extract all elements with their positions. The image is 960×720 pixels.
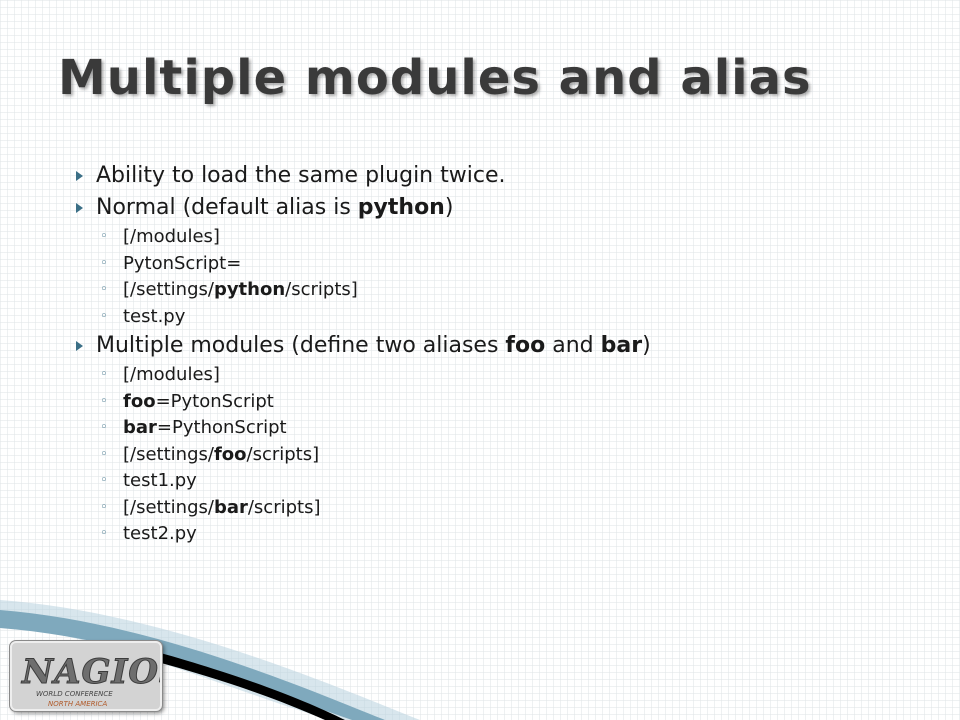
bullet-text-segment: PytonScript=: [123, 252, 242, 274]
hollow-circle-icon: ◦: [100, 473, 108, 488]
slide-title: Multiple modules and alias: [58, 50, 812, 106]
bullet-text-segment: /scripts]: [246, 443, 320, 465]
bullet-text-segment: foo: [505, 333, 546, 358]
sub-bullet-item: ◦ [/settings/python/scripts]: [76, 277, 936, 304]
bullet-text-segment: bar: [123, 417, 157, 438]
bullet-text-segment: foo: [123, 390, 156, 412]
hollow-circle-icon: ◦: [100, 499, 108, 515]
bullet-text-segment: foo: [213, 443, 247, 465]
bullet-text-segment: bar: [213, 496, 248, 518]
bullet-text-segment: bar: [600, 333, 643, 358]
hollow-circle-icon: ◦: [100, 420, 108, 435]
bullet-text-segment: =PythonScript: [156, 417, 287, 438]
sub-bullet-item: ◦ [/modules]: [76, 362, 936, 389]
triangle-right-icon: [76, 341, 83, 351]
sub-bullet-item: ◦ test2.py: [76, 521, 936, 548]
hollow-circle-icon: ◦: [100, 255, 108, 271]
bullet-item: Multiple modules (define two aliases foo…: [76, 330, 936, 362]
bullet-text-segment: [/modules]: [123, 226, 220, 247]
bullet-list: Ability to load the same plugin twice. No…: [76, 160, 936, 548]
bullet-item: Ability to load the same plugin twice.: [76, 160, 936, 192]
hollow-circle-icon: ◦: [100, 282, 108, 297]
hollow-circle-icon: ◦: [100, 446, 108, 462]
bullet-text-segment: /scripts]: [285, 279, 358, 300]
sub-bullet-item: ◦ test.py: [76, 304, 936, 331]
logo-subtitle-line2: NORTH AMERICA: [48, 700, 107, 708]
bullet-text-segment: [/settings/: [123, 279, 214, 300]
bullet-text-segment: test1.py: [123, 470, 197, 491]
triangle-right-icon: [76, 171, 83, 181]
bullet-text-segment: python: [213, 279, 286, 300]
hollow-circle-icon: ◦: [100, 229, 108, 244]
hollow-circle-icon: ◦: [100, 308, 108, 324]
hollow-circle-icon: ◦: [100, 526, 108, 541]
logo-subtitle-line1: WORLD CONFERENCE: [36, 690, 113, 698]
nagios-logo: NAGIOS WORLD CONFERENCE NORTH AMERICA: [10, 641, 185, 711]
bullet-text-segment: Ability to load the same plugin twice.: [96, 163, 506, 188]
bullet-text-segment: [/modules]: [123, 364, 220, 385]
bullet-text-segment: test2.py: [123, 523, 197, 544]
bullet-text-segment: Normal (default alias is: [96, 195, 358, 220]
sub-bullet-item: ◦ bar=PythonScript: [76, 415, 936, 442]
sub-bullet-item: ◦ [/settings/bar/scripts]: [76, 495, 936, 522]
sub-bullet-item: ◦ [/modules]: [76, 224, 936, 251]
bullet-text-segment: python: [357, 195, 445, 220]
bullet-text-segment: test.py: [123, 305, 186, 327]
bullet-text-segment: ): [642, 333, 651, 358]
hollow-circle-icon: ◦: [100, 393, 108, 409]
bullet-text-segment: /scripts]: [247, 496, 321, 518]
sub-bullet-item: ◦ [/settings/foo/scripts]: [76, 442, 936, 469]
sub-bullet-item: ◦ foo=PytonScript: [76, 389, 936, 416]
bullet-text-segment: and: [545, 333, 601, 358]
nagios-logo-art: NAGIOS WORLD CONFERENCE NORTH AMERICA: [21, 652, 185, 709]
bullet-text-segment: [/settings/: [123, 496, 214, 518]
bullet-text-segment: Multiple modules (define two aliases: [96, 333, 506, 358]
sub-bullet-item: ◦ PytonScript=: [76, 251, 936, 278]
hollow-circle-icon: ◦: [100, 367, 108, 382]
bullet-item: Normal (default alias is python): [76, 192, 936, 224]
logo-wordmark: NAGIOS: [21, 652, 160, 692]
bullet-text-segment: ): [444, 195, 454, 220]
triangle-right-icon: [76, 203, 83, 213]
sub-bullet-item: ◦ test1.py: [76, 468, 936, 495]
bullet-text-segment: [/settings/: [123, 443, 214, 465]
bullet-text-segment: =PytonScript: [155, 390, 274, 412]
